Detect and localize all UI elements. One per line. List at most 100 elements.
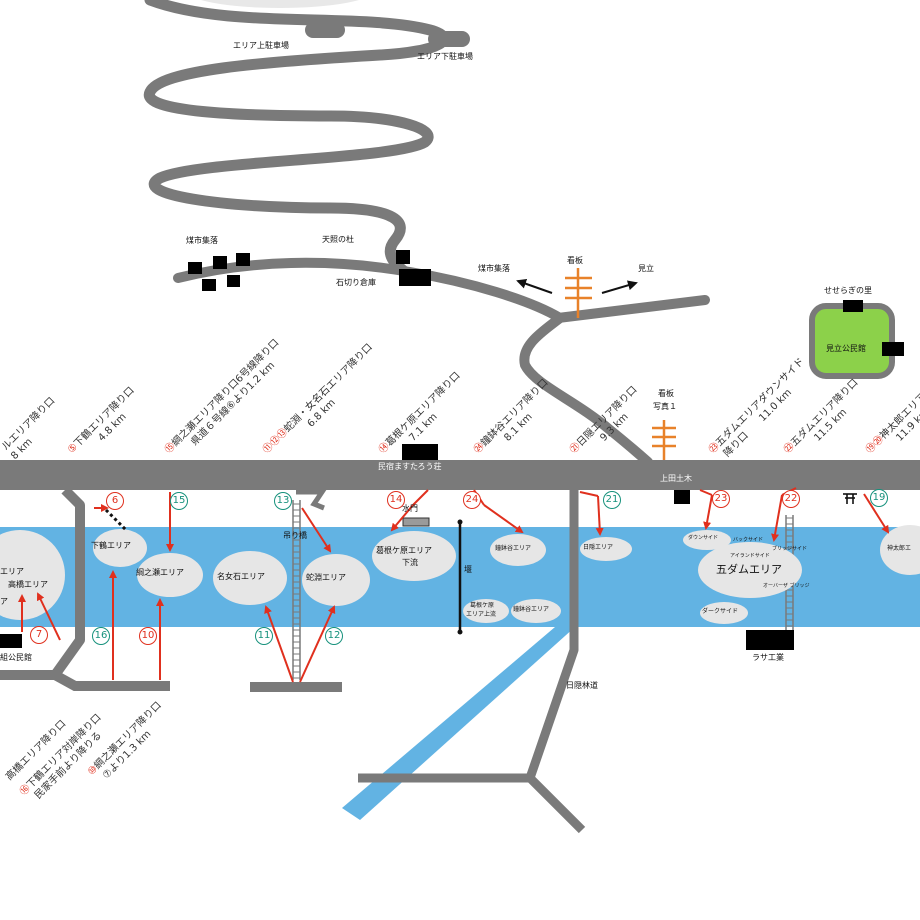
area-kanenodaki-bot bbox=[511, 599, 561, 623]
seseragi-building bbox=[843, 300, 863, 312]
arrow-21 bbox=[595, 495, 604, 536]
area-label-kuzune-upper-1: 葛根ケ原 bbox=[470, 602, 495, 609]
signpost-icon bbox=[565, 268, 592, 318]
area-label-kanenodaki-bot: 鐘鉢谷エリア bbox=[513, 606, 550, 613]
marker-24: 24 bbox=[463, 491, 481, 509]
area-label-godam-down: ダウンサイド bbox=[688, 535, 719, 541]
marker-12: 12 bbox=[325, 627, 343, 645]
arrow-14-bend bbox=[412, 489, 429, 506]
arrow-21-bend bbox=[579, 491, 599, 497]
area-godam-dark bbox=[700, 602, 748, 624]
label-village-left: 煤市集落 bbox=[186, 236, 218, 245]
parking-lower-marker bbox=[428, 31, 470, 47]
left-branch-road bbox=[0, 486, 85, 680]
area-label-godam-island: アイランドサイド bbox=[730, 553, 770, 559]
arrow-to-village bbox=[516, 278, 553, 294]
area-label-shimotsuru: 下鶴エリア bbox=[91, 541, 131, 550]
label-miratachi: 見立 bbox=[638, 264, 654, 273]
label-tsuribashi: 吊り橋 bbox=[283, 531, 307, 540]
area-label-kuzune-upper-2: エリア上流 bbox=[466, 611, 497, 618]
main-road bbox=[0, 460, 920, 490]
label-parking-lower: エリア下駐車場 bbox=[417, 52, 473, 61]
arrow-14 bbox=[390, 504, 414, 532]
area-label-kanenodaki-top: 鐘鉢谷エリア bbox=[495, 545, 532, 552]
marker-21: 21 bbox=[603, 491, 621, 509]
marker-13: 13 bbox=[274, 492, 292, 510]
marker-19: 19 bbox=[870, 489, 888, 507]
label-quarry-warehouse: 石切り倉庫 bbox=[336, 278, 376, 287]
floodgate bbox=[402, 517, 430, 527]
arrow-19 bbox=[863, 493, 890, 534]
area-kamitaro bbox=[880, 525, 920, 575]
village-left-buildings bbox=[188, 253, 250, 291]
marker-22: 22 bbox=[782, 490, 800, 508]
left-lower-road bbox=[52, 670, 170, 691]
area-kuzunegahara bbox=[372, 531, 456, 581]
marker-14: 14 bbox=[387, 491, 405, 509]
area-kuzune-upper bbox=[463, 599, 509, 623]
area-godam-down bbox=[683, 530, 731, 550]
winding-road bbox=[143, 0, 450, 278]
arrow-to-miratachi bbox=[601, 280, 638, 294]
label-signboard: 看板 bbox=[567, 256, 583, 265]
area-shimotsuru bbox=[93, 529, 147, 567]
arrow-13 bbox=[301, 507, 332, 553]
hikage-road bbox=[358, 490, 586, 834]
area-label-left-2: 高橋エリア bbox=[8, 580, 48, 589]
kumi-hall-building bbox=[0, 634, 22, 648]
label-rasa: ラサ工業 bbox=[752, 653, 784, 662]
weir-end-top bbox=[457, 519, 463, 525]
arrow-11 bbox=[264, 605, 294, 683]
label-signboard-photo-sub: 写真１ bbox=[653, 402, 677, 411]
area-menaishi bbox=[213, 551, 287, 605]
miratachi-road bbox=[553, 295, 710, 323]
suspension-bridge bbox=[292, 500, 301, 680]
arrow-22 bbox=[771, 494, 783, 542]
weir-end-bottom bbox=[457, 629, 463, 635]
bridge-access-road bbox=[296, 489, 327, 511]
area-jabuchi bbox=[302, 554, 370, 606]
tributary-river bbox=[342, 627, 575, 820]
label-parking-upper: エリア上駐車場 bbox=[233, 41, 289, 50]
marker-16: 16 bbox=[92, 627, 110, 645]
area-label-godam-bridge: ブリッジサイド bbox=[772, 546, 808, 552]
area-label-kamitaro: 神太郎エ bbox=[887, 545, 912, 552]
tenshou-building bbox=[396, 250, 410, 264]
ueda-building bbox=[674, 490, 690, 504]
minshuku-building bbox=[402, 444, 438, 460]
area-tsunanose bbox=[137, 553, 203, 597]
label-hikage-road: 日隠林道 bbox=[566, 681, 598, 690]
area-label-hikage: 日隠エリア bbox=[583, 544, 614, 551]
marker-6: 6 bbox=[106, 492, 124, 510]
marker-10: 10 bbox=[139, 627, 157, 645]
arrow-23 bbox=[703, 494, 713, 530]
arrow-24 bbox=[483, 504, 524, 534]
label-community-hall: 見立公民館 bbox=[826, 344, 866, 353]
bridge-road bbox=[250, 682, 342, 692]
area-label-godam-over: オーバーザ ブリッジ bbox=[763, 583, 810, 589]
area-label-tsunanose: 綱之瀬エリア bbox=[136, 568, 184, 577]
signpost-icon-2 bbox=[652, 420, 676, 462]
area-label-menaishi: 名女石エリア bbox=[217, 572, 265, 581]
label-seseragi: せせらぎの里 bbox=[824, 286, 872, 295]
top-area-ellipse bbox=[201, 0, 359, 8]
area-label-jabuchi: 蛇淵エリア bbox=[306, 573, 346, 582]
dotted-path-6 bbox=[104, 508, 128, 532]
area-left-large bbox=[0, 530, 65, 620]
label-signboard-photo-title: 看板 bbox=[658, 389, 674, 398]
area-label-godam: 五ダムエリア bbox=[716, 563, 782, 576]
marker-15: 15 bbox=[170, 492, 188, 510]
label-village-right: 煤市集落 bbox=[478, 264, 510, 273]
area-hikage bbox=[580, 537, 632, 561]
label-suimon: 水門 bbox=[402, 504, 418, 513]
rasa-building bbox=[746, 630, 794, 650]
area-label-left-1: エリア bbox=[0, 567, 24, 576]
area-label-godam-back: バックサイド bbox=[733, 537, 764, 543]
community-hall-building bbox=[882, 342, 904, 356]
label-weir: 堰 bbox=[464, 565, 472, 574]
arrow-23-bend bbox=[699, 489, 713, 496]
label-minshuku: 民宿ますたろう荘 bbox=[378, 462, 442, 471]
shrine-icon bbox=[843, 493, 857, 504]
area-label-kuzunegahara-2: 下流 bbox=[402, 558, 418, 567]
